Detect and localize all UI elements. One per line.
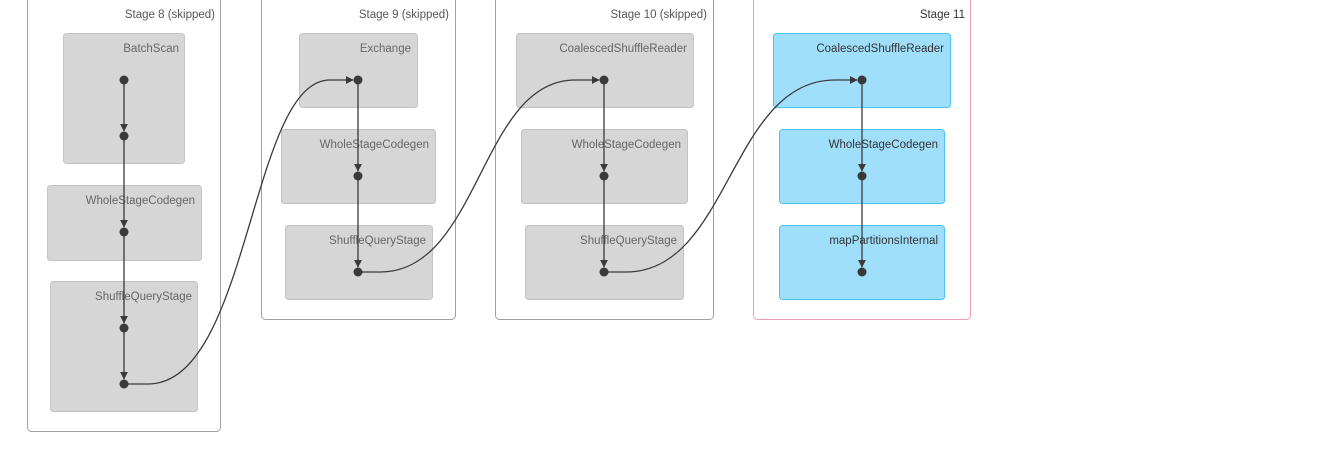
node-dot[interactable] [599, 75, 609, 85]
node-dot[interactable] [857, 267, 867, 277]
edges [120, 76, 866, 385]
node-dot[interactable] [599, 267, 609, 277]
nodes [119, 75, 867, 389]
node-dot[interactable] [119, 131, 129, 141]
node-dot[interactable] [119, 323, 129, 333]
cluster-label: CoalescedShuffleReader [816, 43, 944, 55]
node-dot[interactable] [119, 227, 129, 237]
cluster-label: Exchange [360, 43, 411, 55]
stage-11-label: Stage 11 [920, 9, 965, 21]
cluster-box [516, 33, 694, 108]
cluster-label: ShuffleQueryStage [95, 291, 192, 303]
stage-9-cluster-shufflequerystage[interactable]: ShuffleQueryStage [285, 225, 433, 300]
cluster-label: WholeStageCodegen [86, 195, 195, 207]
cluster-label: BatchScan [123, 43, 179, 55]
cluster-label: ShuffleQueryStage [329, 235, 426, 247]
node-dot[interactable] [353, 171, 363, 181]
cluster-label: WholeStageCodegen [320, 139, 429, 151]
cluster-label: ShuffleQueryStage [580, 235, 677, 247]
node-dot[interactable] [857, 75, 867, 85]
stage-10-label: Stage 10 (skipped) [610, 9, 707, 21]
node-dot[interactable] [119, 75, 129, 85]
cluster-label: WholeStageCodegen [829, 139, 938, 151]
stage-9-label: Stage 9 (skipped) [359, 9, 449, 21]
cluster-label: mapPartitionsInternal [829, 235, 938, 247]
node-dot[interactable] [119, 379, 129, 389]
node-dot[interactable] [599, 171, 609, 181]
cross-stage-edge [124, 76, 354, 385]
stage-10-cluster-coalescedshufflereader[interactable]: CoalescedShuffleReader [516, 33, 694, 108]
cluster-label: WholeStageCodegen [572, 139, 681, 151]
node-dot[interactable] [857, 171, 867, 181]
node-dot[interactable] [353, 75, 363, 85]
stage-8-label: Stage 8 (skipped) [125, 9, 215, 21]
stage-9-cluster-exchange[interactable]: Exchange [299, 33, 418, 108]
cluster-label: CoalescedShuffleReader [559, 43, 687, 55]
cross-stage-edge [358, 76, 600, 273]
cross-stage-edge [604, 76, 858, 273]
node-dot[interactable] [353, 267, 363, 277]
stage-11-cluster-coalescedshufflereader[interactable]: CoalescedShuffleReader [773, 33, 951, 108]
